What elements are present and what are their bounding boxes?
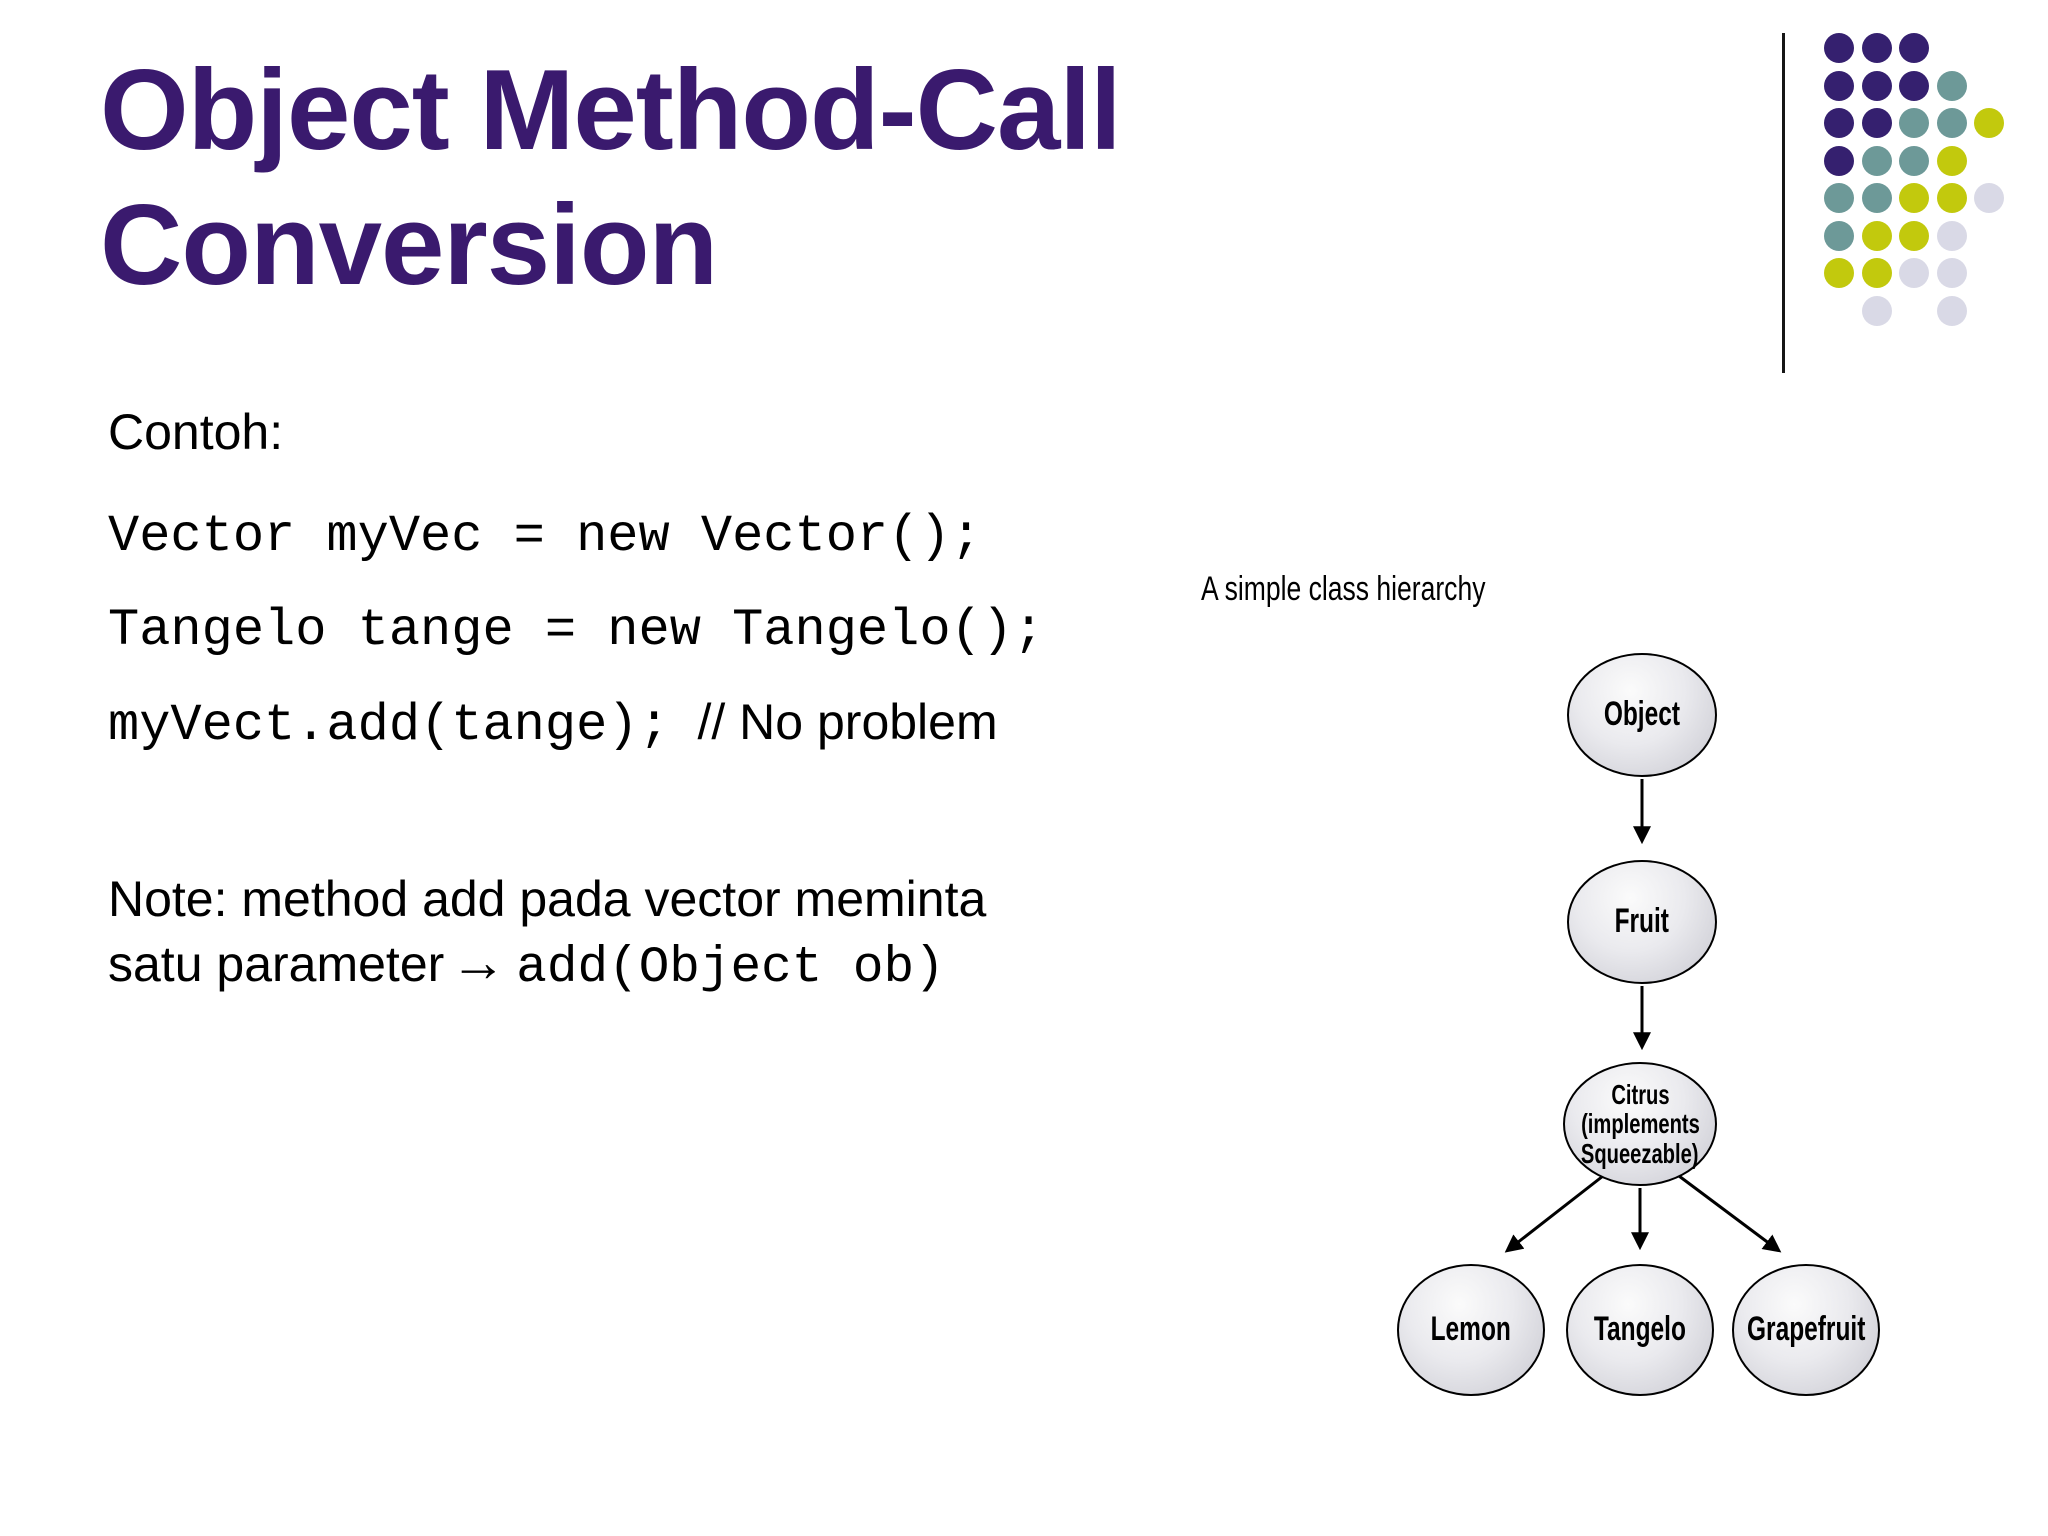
node-fruit-label: Fruit [1614, 902, 1670, 941]
page-title: Object Method-Call Conversion [100, 44, 1122, 313]
decorative-vertical-line [1782, 33, 1785, 373]
contoh-label: Contoh: [108, 404, 284, 460]
note-line1: Note: method add pada vector meminta [108, 871, 987, 927]
diagram-node-lemon: Lemon [1397, 1264, 1545, 1396]
decoration-dot [1861, 108, 1892, 138]
right-arrow-icon: → [450, 930, 507, 993]
decoration-dot [1861, 295, 1892, 326]
decoration-dot [1899, 33, 1929, 63]
decoration-dot [1899, 183, 1929, 213]
decoration-dot [1936, 145, 1967, 176]
decoration-dot [1861, 33, 1892, 63]
decoration-dot [1861, 220, 1892, 251]
decoration-dot [1936, 183, 1967, 213]
decoration-dot [1936, 258, 1967, 288]
decoration-dot [1899, 258, 1929, 288]
decoration-dot [1824, 108, 1854, 138]
decoration-dot [1974, 108, 2004, 138]
node-object-label: Object [1603, 695, 1681, 734]
code-line-add-statement: myVect.add(tange); [108, 696, 670, 755]
note-line2-text: satu parameter [108, 936, 445, 992]
node-citrus-label-line2: (implements [1580, 1108, 1700, 1140]
dot-pattern [1824, 33, 2024, 353]
decoration-dot [1824, 145, 1854, 176]
code-comment-text: // No problem [697, 694, 998, 750]
decoration-dot [1824, 258, 1854, 288]
node-citrus-label-line3: Squeezable) [1581, 1137, 1699, 1169]
node-grapefruit-label: Grapefruit [1746, 1310, 1866, 1349]
note-code: add(Object ob) [516, 940, 945, 997]
code-line-vector: Vector myVec = new Vector(); [108, 507, 982, 566]
decoration-dot [1861, 183, 1892, 213]
arrow-citrus-to-lemon [1504, 1174, 1604, 1253]
note-paragraph: Note: method add pada vector meminta sat… [108, 870, 1088, 999]
decoration-dot [1861, 145, 1892, 176]
decoration-dot [1936, 220, 1967, 251]
decoration-dot [1936, 108, 1967, 138]
code-comment: // No problem [670, 694, 998, 750]
decoration-dot [1936, 295, 1967, 326]
decoration-dot [1899, 220, 1929, 251]
decoration-dot [1824, 33, 1854, 63]
decoration-dot [1824, 220, 1854, 251]
code-line-tangelo: Tangelo tange = new Tangelo(); [108, 601, 1045, 660]
decoration-dot [1824, 70, 1854, 101]
decoration-dot [1899, 145, 1929, 176]
diagram-node-tangelo: Tangelo [1566, 1264, 1714, 1396]
decoration-dot [1899, 108, 1929, 138]
page-title-line1: Object Method-Call [100, 47, 1122, 174]
diagram-node-object: Object [1567, 653, 1717, 777]
node-lemon-label: Lemon [1430, 1310, 1512, 1349]
decoration-dot [1824, 183, 1854, 213]
arrow-citrus-to-grapefruit [1678, 1174, 1782, 1253]
node-citrus-label-line1: Citrus [1610, 1078, 1670, 1110]
node-tangelo-label: Tangelo [1593, 1310, 1687, 1349]
page-title-line2: Conversion [100, 181, 718, 309]
decoration-dot [1936, 70, 1967, 101]
decoration-dot [1974, 183, 2004, 213]
code-line-add: myVect.add(tange); // No problem [108, 692, 998, 757]
decoration-dot [1899, 70, 1929, 101]
diagram-node-grapefruit: Grapefruit [1732, 1264, 1880, 1396]
diagram-node-fruit: Fruit [1567, 860, 1717, 984]
diagram-caption: A simple class hierarchy [1201, 570, 1486, 608]
decoration-dot [1861, 70, 1892, 101]
diagram-node-citrus: Citrus (implements Squeezable) [1563, 1062, 1717, 1186]
decoration-dot [1861, 258, 1892, 288]
